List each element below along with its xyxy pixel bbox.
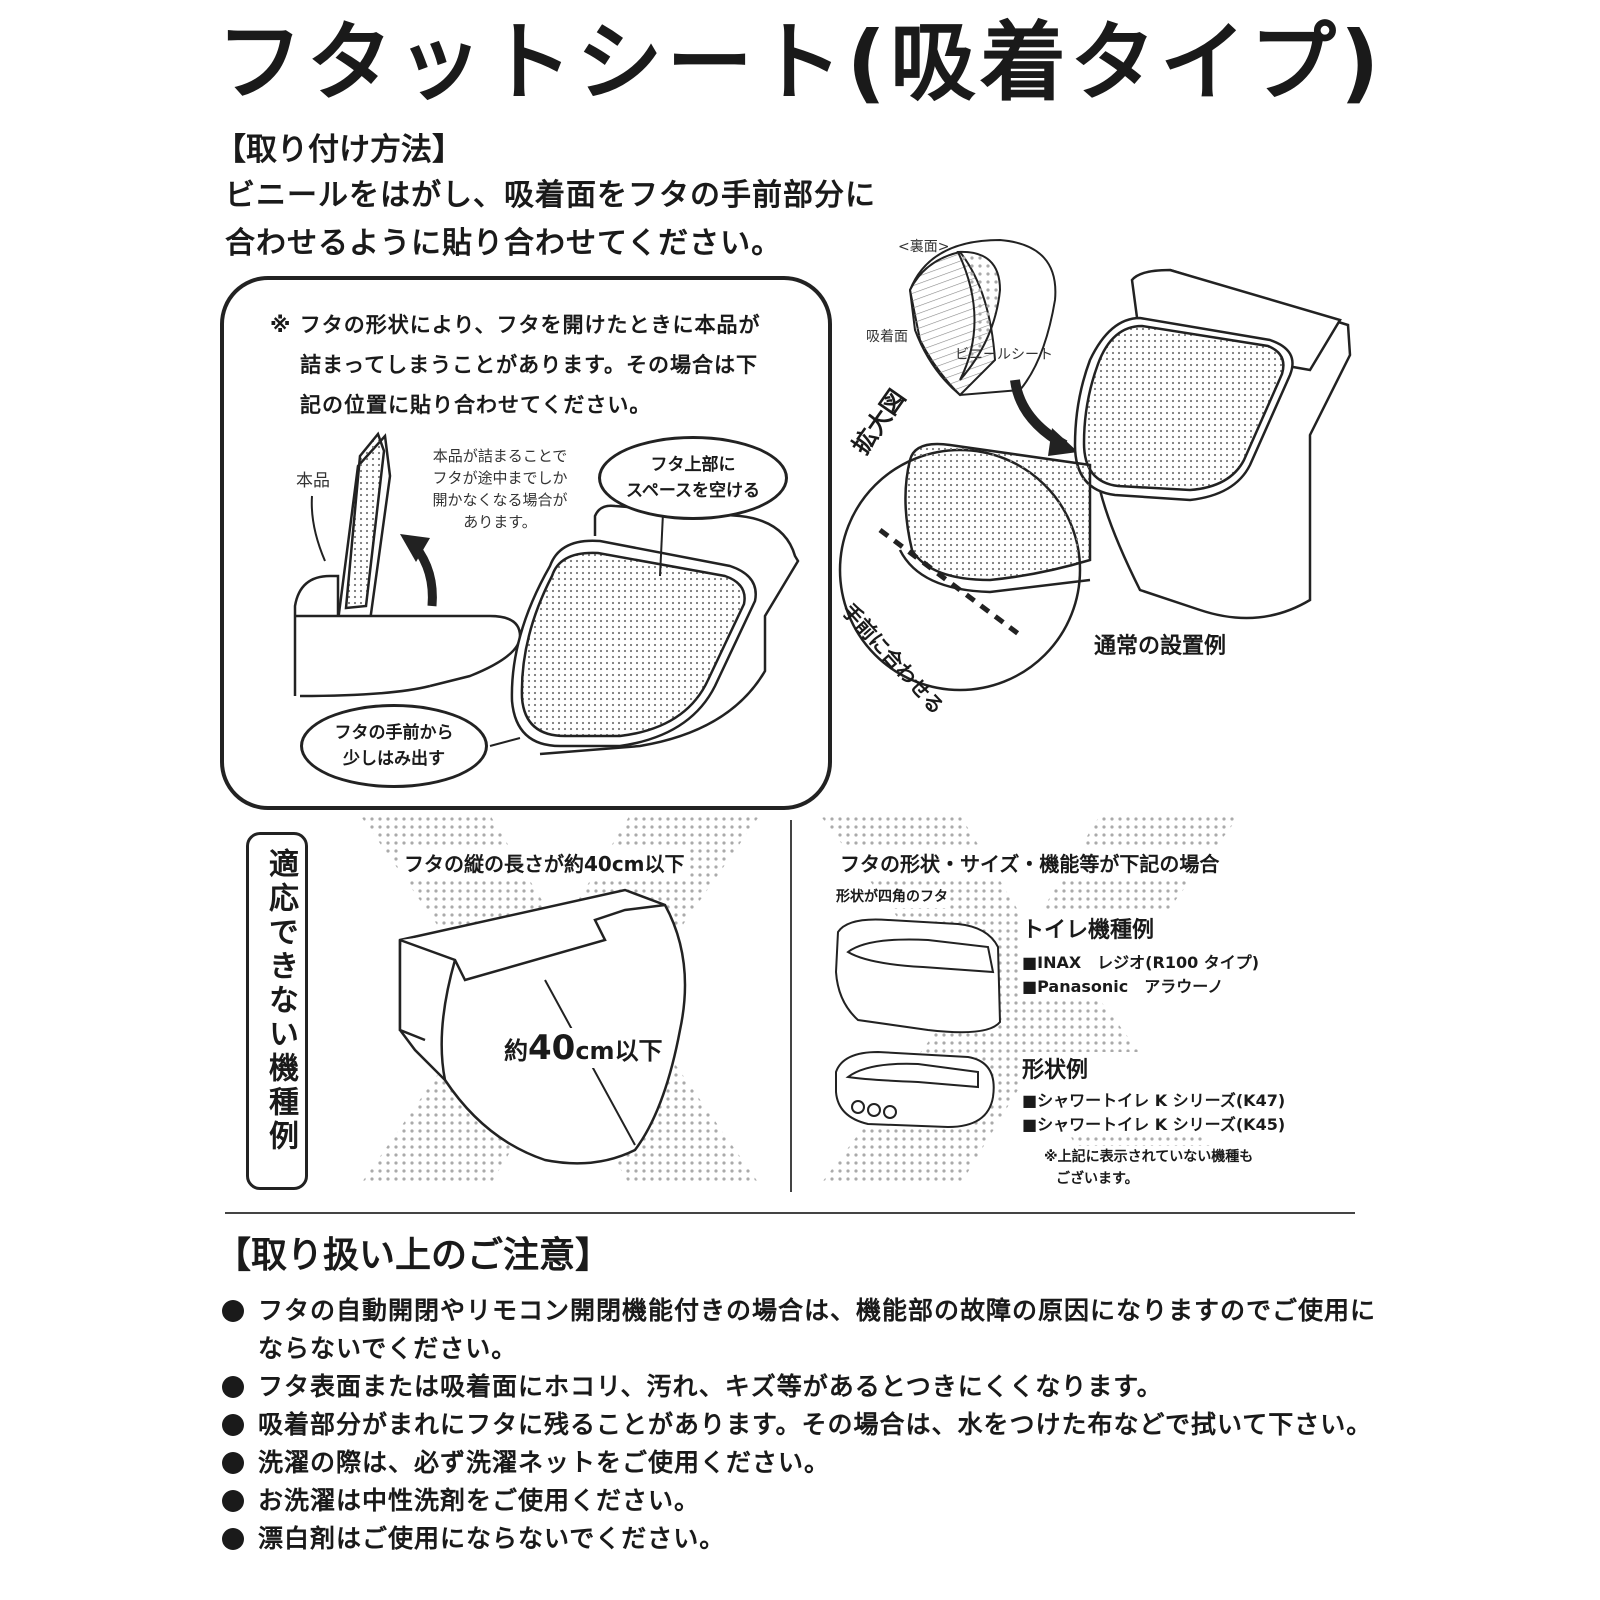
toilet-examples-heading: トイレ機種例 <box>1022 918 1155 943</box>
shape-examples-heading: 形状例 <box>1022 1058 1089 1083</box>
caution-item: 吸着部分がまれにフタに残ることがあります。その場合は、水をつけた布などで拭いて下… <box>222 1406 1376 1444</box>
bubble-top-line: スペースを空ける <box>626 481 760 501</box>
apply-arrowhead <box>1048 428 1078 456</box>
left-heading: フタの縦の長さが約40cm以下 <box>400 848 689 877</box>
shape-examples: 形状例 ■シャワートイレ K シリーズ(K47) ■シャワートイレ K シリーズ… <box>1022 1052 1286 1136</box>
label-product: 本品 <box>296 471 330 491</box>
shape-example-item: ■シャワートイレ K シリーズ(K45) <box>1022 1115 1286 1134</box>
jam-warning-line: 本品が詰まることで <box>432 447 568 465</box>
panel-illustration <box>293 431 800 756</box>
bullet-icon <box>222 1414 244 1436</box>
caution-text: お洗濯は中性洗剤をご使用ください。 <box>258 1486 701 1515</box>
jam-warning-line: あります。 <box>463 513 537 531</box>
bubble-overhang: フタの手前から少しはみ出す <box>300 704 488 788</box>
zoom-circle <box>838 442 1092 692</box>
product-arrow <box>310 495 326 562</box>
bullet-icon <box>222 1300 244 1322</box>
panel-note-line: 記の位置に貼り合わせてください。 <box>300 393 652 417</box>
footnote-line: ございます。 <box>1056 1171 1139 1187</box>
label-suction-surface: 吸着面 <box>866 329 908 345</box>
section-divider-horizontal <box>225 1212 1355 1214</box>
footnote: ※上記に表示されていない機種も ございます。 <box>1044 1146 1254 1190</box>
measure-unit: cm <box>575 1037 615 1065</box>
caution-item: フタの自動開閉やリモコン開閉機能付きの場合は、機能部の故障の原因になりますのでご… <box>222 1292 1376 1330</box>
footnote-line: ※上記に表示されていない機種も <box>1044 1149 1254 1165</box>
label-vinyl-sheet: ビニールシート <box>955 347 1053 363</box>
caution-item: フタ表面または吸着面にホコリ、汚れ、キズ等があるとつきにくくなります。 <box>222 1368 1376 1406</box>
page-title: フタットシート(吸着タイプ) <box>216 13 1384 113</box>
bullet-icon <box>222 1376 244 1398</box>
measure-prefix: 約 <box>504 1037 528 1065</box>
bubble-bottom-line: フタの手前から <box>334 723 454 743</box>
install-heading: 【取り付け方法】 <box>215 132 463 168</box>
cautions-heading: 【取り扱い上のご注意】 <box>215 1235 612 1276</box>
shower-toilet-k <box>835 1050 995 1129</box>
jam-warning: 本品が詰まることで フタが途中までしか 開かなくなる場合が あります。 <box>420 445 580 533</box>
not-applicable-label-box <box>246 832 308 1190</box>
panel-note-line: ※ フタの形状により、フタを開けたときに本品が <box>270 313 761 337</box>
installed-toilet-illustration <box>1073 268 1352 620</box>
right-heading: フタの形状・サイズ・機能等が下記の場合 <box>836 848 1224 877</box>
install-instructions: ビニールをはがし、吸着面をフタの手前部分に 合わせるように貼り合わせてください。 <box>225 172 876 268</box>
caution-text: 吸着部分がまれにフタに残ることがあります。その場合は、水をつけた布などで拭いて下… <box>258 1410 1373 1439</box>
bullet-icon <box>222 1452 244 1474</box>
bullet-icon <box>222 1528 244 1550</box>
label-back-side: <裏面> <box>898 239 950 255</box>
caution-text: フタの自動開閉やリモコン開閉機能付きの場合は、機能部の故障の原因になりますのでご… <box>258 1296 1377 1325</box>
install-line: 合わせるように貼り合わせてください。 <box>225 226 783 261</box>
toilet-example-item: ■Panasonic アラウーノ <box>1022 977 1224 996</box>
caution-item-continuation: ならないでください。 <box>258 1334 518 1363</box>
install-note-panel <box>220 276 832 810</box>
jam-warning-line: 開かなくなる場合が <box>432 491 568 509</box>
panel-note-line: 詰まってしまうことがあります。その場合は下 <box>300 353 759 377</box>
label-square-lid: 形状が四角のフタ <box>836 886 948 908</box>
closed-lid-illustration <box>510 504 800 756</box>
toilet-example-item: ■INAX レジオ(R100 タイプ) <box>1022 953 1260 972</box>
section-divider-vertical <box>790 820 792 1192</box>
installation-diagram <box>838 238 1352 692</box>
overhang-pointer <box>489 737 521 747</box>
bubble-top-line: フタ上部に <box>650 455 736 475</box>
bubble-bottom-line: 少しはみ出す <box>343 749 445 769</box>
jam-warning-line: フタが途中までしか <box>432 469 568 487</box>
install-line: ビニールをはがし、吸着面をフタの手前部分に <box>225 178 876 213</box>
caution-item: お洗濯は中性洗剤をご使用ください。 <box>222 1482 1376 1520</box>
opened-lid-illustration <box>293 431 522 698</box>
shape-example-item: ■シャワートイレ K シリーズ(K47) <box>1022 1091 1286 1110</box>
lid-back-illustration <box>908 238 1057 397</box>
caution-text: フタ表面または吸着面にホコリ、汚れ、キズ等があるとつきにくくなります。 <box>258 1372 1163 1401</box>
cautions-list: フタの自動開閉やリモコン開閉機能付きの場合は、機能部の故障の原因になりますのでご… <box>222 1292 1376 1558</box>
toilet-examples: トイレ機種例 ■INAX レジオ(R100 タイプ) ■Panasonic アラ… <box>1022 912 1260 998</box>
panel-note: ※ フタの形状により、フタを開けたときに本品が 詰まってしまうことがあります。そ… <box>270 305 760 425</box>
measure-suffix: 以下 <box>614 1037 663 1065</box>
caution-item: 漂白剤はご使用にならないでください。 <box>222 1520 1376 1558</box>
caution-item: 洗濯の際は、必ず洗濯ネットをご使用ください。 <box>222 1444 1376 1482</box>
not-applicable-label: 適応できない機種例 <box>263 848 298 1154</box>
square-lid-toilet <box>834 918 1002 1034</box>
caution-text: 漂白剤はご使用にならないでください。 <box>258 1524 726 1553</box>
label-normal-installation: 通常の設置例 <box>1094 634 1227 659</box>
lid-length-measure: 約40cm以下 <box>498 1028 669 1068</box>
caution-text: 洗濯の際は、必ず洗濯ネットをご使用ください。 <box>258 1448 831 1477</box>
measure-value: 40 <box>528 1028 576 1068</box>
model-illustrations <box>834 918 1002 1129</box>
lift-arrowhead <box>400 534 430 562</box>
bubble-top-space: フタ上部にスペースを空ける <box>598 436 788 520</box>
bullet-icon <box>222 1490 244 1512</box>
